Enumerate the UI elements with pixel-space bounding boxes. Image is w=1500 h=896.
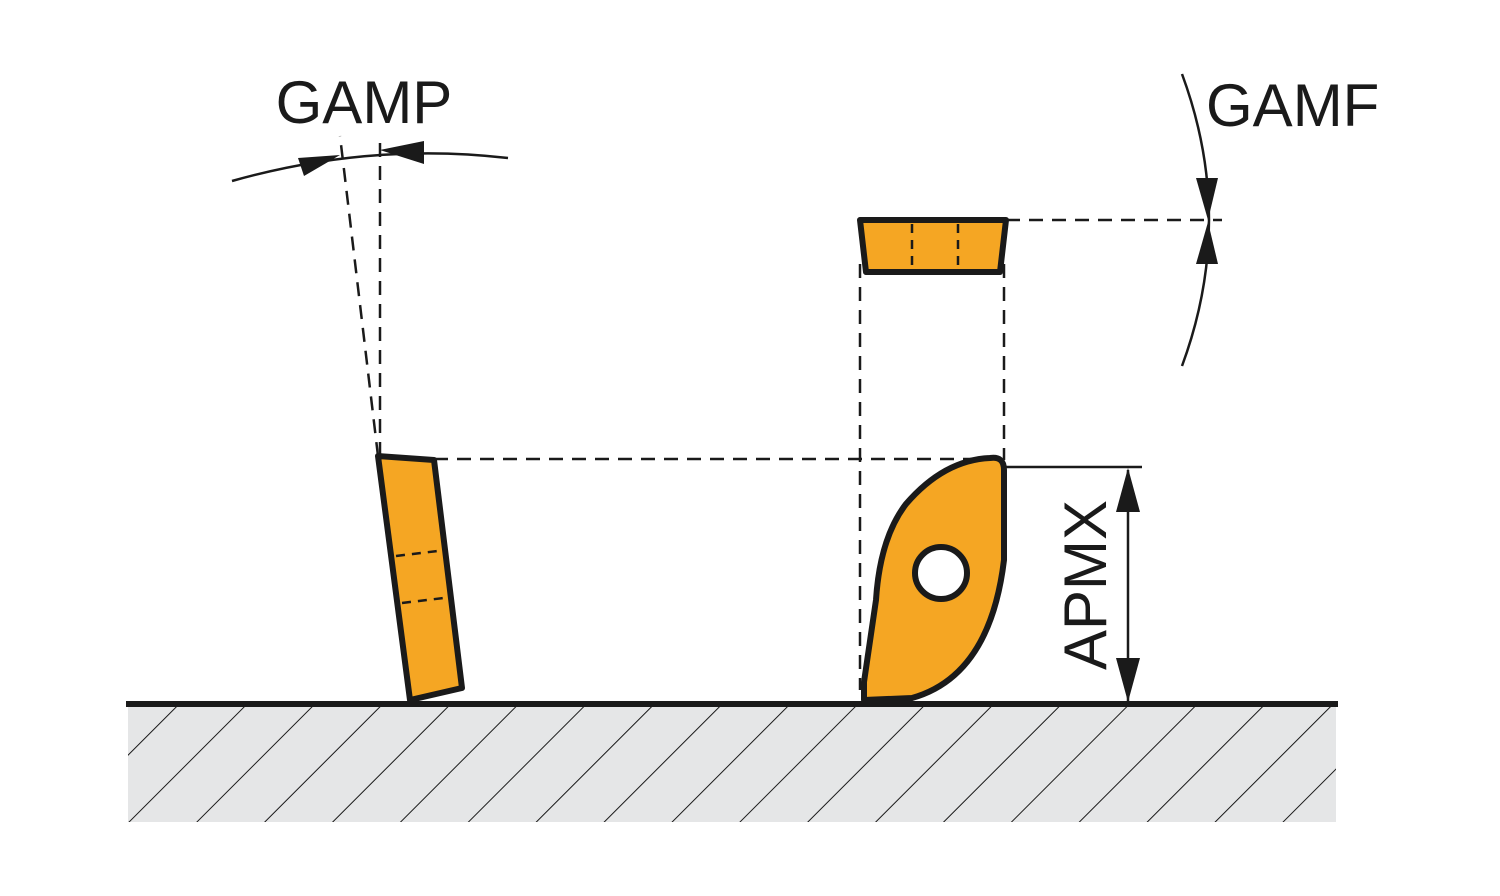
side-view-insert (375, 453, 465, 703)
side-insert-hole-line-upper (395, 548, 447, 558)
gamf-arc (1180, 73, 1211, 367)
gamf-dimension: GAMF (1006, 72, 1379, 367)
gamf-arrow-up (1196, 222, 1218, 264)
apmx-arrow-up (1116, 468, 1140, 512)
gamf-arrow-down (1196, 178, 1218, 220)
gamp-arrow-right (380, 141, 424, 164)
workpiece (126, 701, 1338, 822)
workpiece-hatched-area (128, 704, 1336, 822)
gamp-inclined-reference (338, 135, 380, 457)
top-insert-body (857, 217, 1009, 275)
gamp-arc (231, 152, 509, 183)
apmx-arrow-down (1116, 658, 1140, 702)
side-insert-hole-line-lower (401, 595, 453, 605)
front-insert-mounting-hole (912, 544, 970, 602)
side-insert-body (375, 453, 465, 703)
top-view-insert (857, 217, 1009, 275)
front-view-insert (861, 454, 1007, 703)
gamp-arrow-left (298, 155, 340, 176)
apmx-label: APMX (1052, 500, 1119, 670)
gamp-label: GAMP (276, 69, 453, 136)
apmx-dimension: APMX (1004, 465, 1142, 702)
projection-lines (434, 264, 1006, 690)
gamp-dimension: GAMP (231, 69, 509, 457)
gamf-label: GAMF (1206, 72, 1379, 139)
